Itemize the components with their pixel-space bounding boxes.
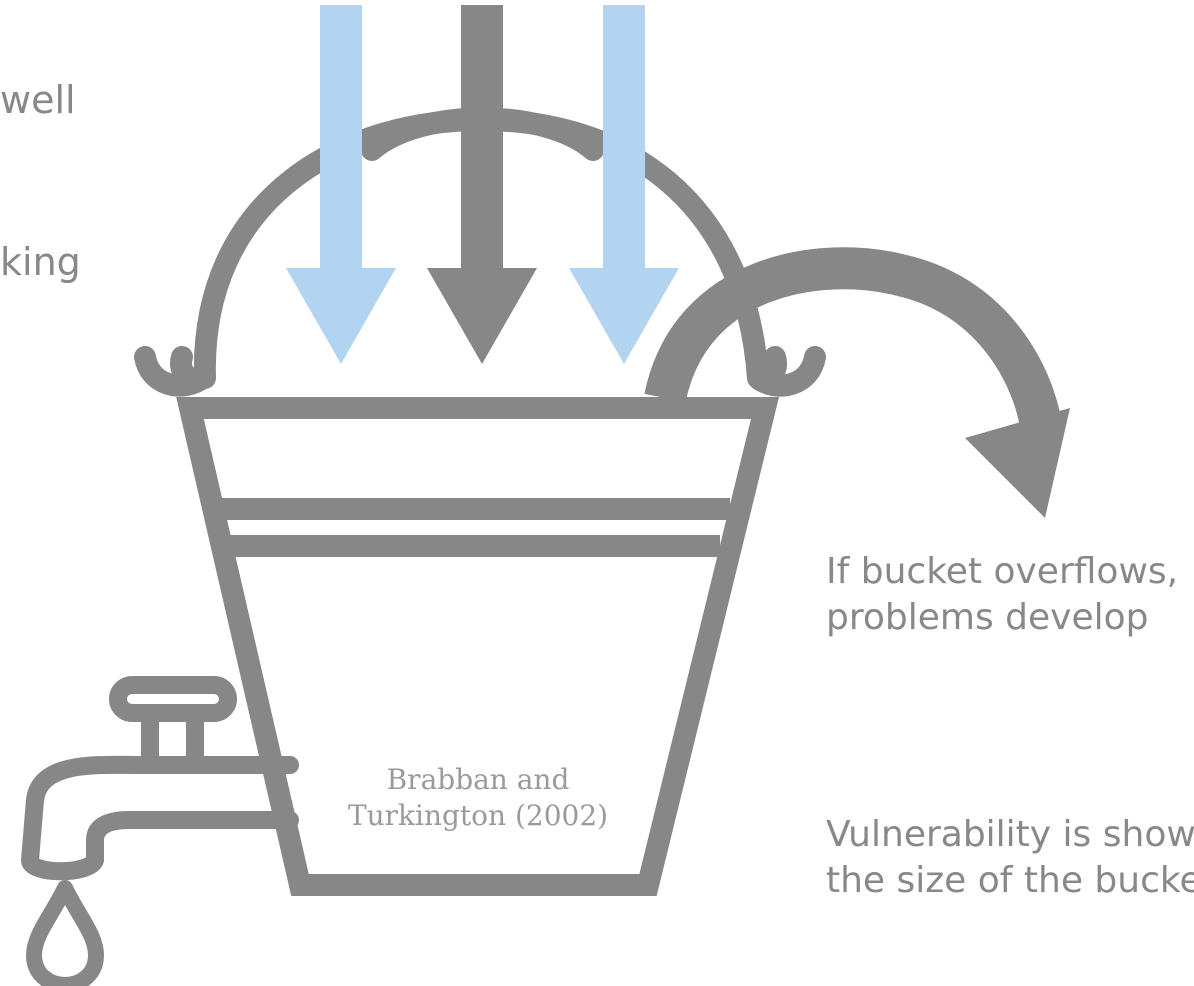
stress-arrows xyxy=(286,5,679,364)
citation-line-2: Turkington (2002) xyxy=(347,799,609,832)
stress-arrow-center-shaft xyxy=(461,5,503,270)
vulnerability-caption-line-2: the size of the bucke xyxy=(826,860,1194,901)
left-text-fragment-1: well xyxy=(0,78,76,122)
overflow-caption-line-2: problems develop xyxy=(826,597,1149,638)
stress-arrow-right-head xyxy=(569,268,679,364)
stress-arrow-center-head xyxy=(427,268,537,364)
water-drop-icon xyxy=(26,880,104,986)
citation: Brabban and Turkington (2002) xyxy=(330,762,626,834)
stress-arrow-left-shaft xyxy=(320,5,362,270)
tap-icon xyxy=(21,676,299,881)
left-handle-hook xyxy=(134,346,211,397)
right-handle-hook xyxy=(749,346,826,397)
bucket-icon xyxy=(176,397,780,896)
vulnerability-caption: Vulnerability is show the size of the bu… xyxy=(826,812,1194,904)
citation-line-1: Brabban and xyxy=(386,763,570,796)
stress-arrow-right-shaft xyxy=(603,5,645,270)
overflow-arrow-icon xyxy=(644,247,1061,425)
vulnerability-caption-line-1: Vulnerability is show xyxy=(826,814,1194,855)
overflow-arrowhead xyxy=(965,408,1070,518)
stress-arrow-left-head xyxy=(286,268,396,364)
overflow-caption: If bucket overflows, problems develop xyxy=(826,549,1178,641)
left-text-fragment-2: king xyxy=(0,240,81,284)
overflow-caption-line-1: If bucket overflows, xyxy=(826,551,1179,592)
